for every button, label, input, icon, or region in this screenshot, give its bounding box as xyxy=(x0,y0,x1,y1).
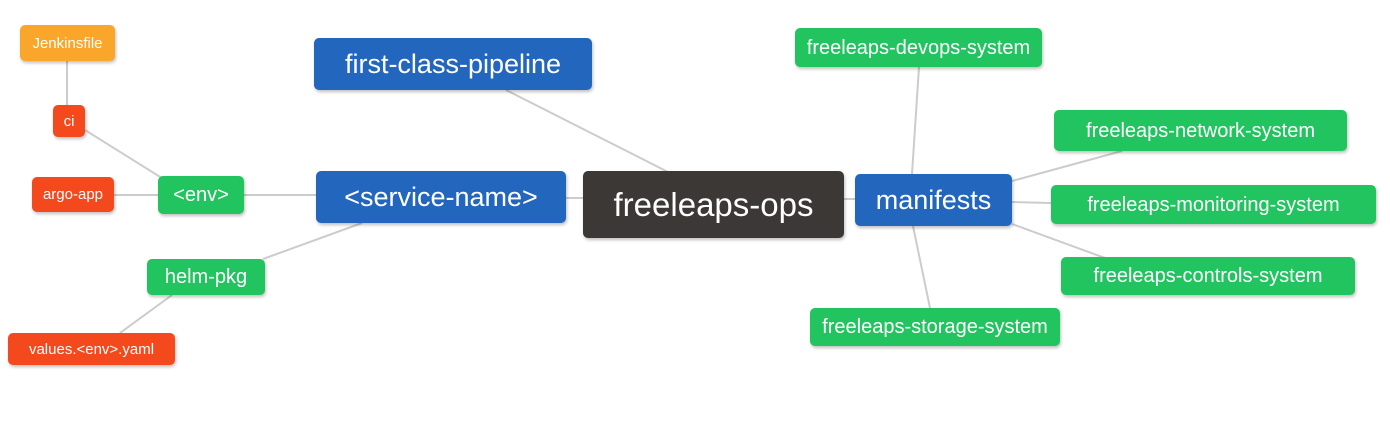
node-freeleaps-monitoring-system[interactable]: freeleaps-monitoring-system xyxy=(1051,185,1376,224)
edge-ci-env xyxy=(84,129,166,181)
node-service-name[interactable]: <service-name> xyxy=(316,171,566,223)
node-freeleaps-ops[interactable]: freeleaps-ops xyxy=(583,171,844,238)
node-argo-app[interactable]: argo-app xyxy=(32,177,114,212)
node-label: freeleaps-network-system xyxy=(1086,119,1315,142)
edge-manifests-freeleaps-monitoring-system xyxy=(1011,201,1052,204)
node-label: freeleaps-storage-system xyxy=(822,316,1048,338)
edge-first-class-pipeline-freeleaps-ops xyxy=(505,89,669,173)
node-values-env-yaml[interactable]: values.<env>.yaml xyxy=(8,333,175,365)
node-label: Jenkinsfile xyxy=(32,34,103,52)
node-label: values.<env>.yaml xyxy=(28,340,155,358)
node-label: freeleaps-ops xyxy=(613,186,814,223)
node-freeleaps-controls-system[interactable]: freeleaps-controls-system xyxy=(1061,257,1355,295)
edge-manifests-freeleaps-network-system xyxy=(1011,150,1123,182)
node-label: manifests xyxy=(875,184,992,215)
node-freeleaps-network-system[interactable]: freeleaps-network-system xyxy=(1054,110,1347,151)
node-env[interactable]: <env> xyxy=(158,176,244,214)
node-label: first-class-pipeline xyxy=(344,48,562,79)
node-label: freeleaps-controls-system xyxy=(1093,265,1323,287)
node-label: <env> xyxy=(173,184,229,206)
node-freeleaps-storage-system[interactable]: freeleaps-storage-system xyxy=(810,308,1060,346)
node-label: ci xyxy=(63,112,75,130)
node-manifests[interactable]: manifests xyxy=(855,174,1012,226)
edge-manifests-freeleaps-devops-system xyxy=(911,66,920,175)
node-freeleaps-devops-system[interactable]: freeleaps-devops-system xyxy=(795,28,1042,67)
node-label: argo-app xyxy=(42,186,104,203)
node-label: freeleaps-monitoring-system xyxy=(1087,193,1340,216)
node-label: freeleaps-devops-system xyxy=(806,36,1031,59)
node-helm-pkg[interactable]: helm-pkg xyxy=(147,259,265,295)
node-label: helm-pkg xyxy=(164,266,248,288)
edge-values-env-yaml-helm-pkg xyxy=(119,294,173,334)
node-label: <service-name> xyxy=(344,181,538,212)
edge-helm-pkg-service-name xyxy=(262,222,363,260)
node-ci[interactable]: ci xyxy=(53,105,85,137)
edge-manifests-freeleaps-storage-system xyxy=(912,225,931,309)
node-first-class-pipeline[interactable]: first-class-pipeline xyxy=(314,38,592,90)
node-jenkinsfile[interactable]: Jenkinsfile xyxy=(20,25,115,61)
edge-manifests-freeleaps-controls-system xyxy=(1011,223,1106,259)
